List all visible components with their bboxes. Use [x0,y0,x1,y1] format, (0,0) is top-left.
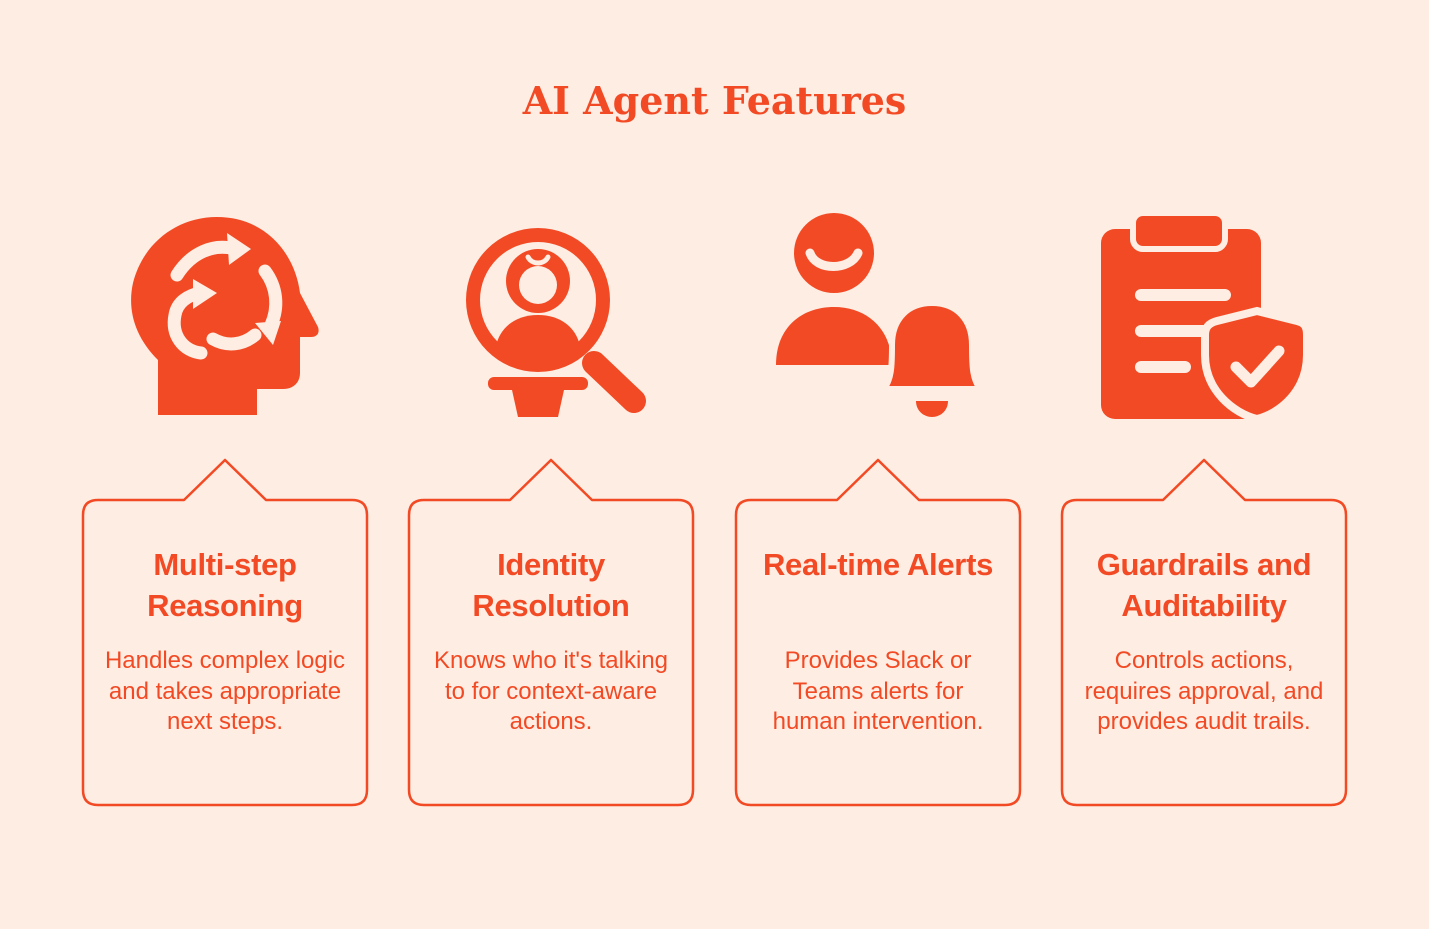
feature-card-multi-step-reasoning: Multi-step Reasoning Handles complex log… [80,458,370,808]
person-bell-icon [758,205,998,430]
magnifier-person-icon [432,205,672,430]
feature-title: Real-time Alerts [762,547,994,582]
callout-frame [407,458,695,807]
callout-frame [81,458,369,807]
feature-title: Identity Resolution [472,547,630,623]
callout-frame [1060,458,1348,807]
feature-card-real-time-alerts: Real-time Alerts Provides Slack or Teams… [733,458,1023,808]
feature-card-guardrails-auditability: Guardrails and Auditability Controls act… [1059,458,1349,808]
feature-card-identity-resolution: Identity Resolution Knows who it's talki… [406,458,696,808]
feature-title: Multi-step Reasoning [147,547,303,623]
feature-description: Controls actions, requires approval, and… [1084,647,1324,735]
head-cycle-icon [105,205,345,430]
feature-description: Handles complex logic and takes appropri… [104,647,346,735]
feature-title: Guardrails and Auditability [1096,547,1312,623]
callout-frame [734,458,1022,807]
feature-description: Knows who it's talking to for context-aw… [433,647,669,735]
page-title: AI Agent Features [522,78,907,123]
feature-description: Provides Slack or Teams alerts for human… [772,647,984,735]
clipboard-shield-icon [1085,205,1325,430]
